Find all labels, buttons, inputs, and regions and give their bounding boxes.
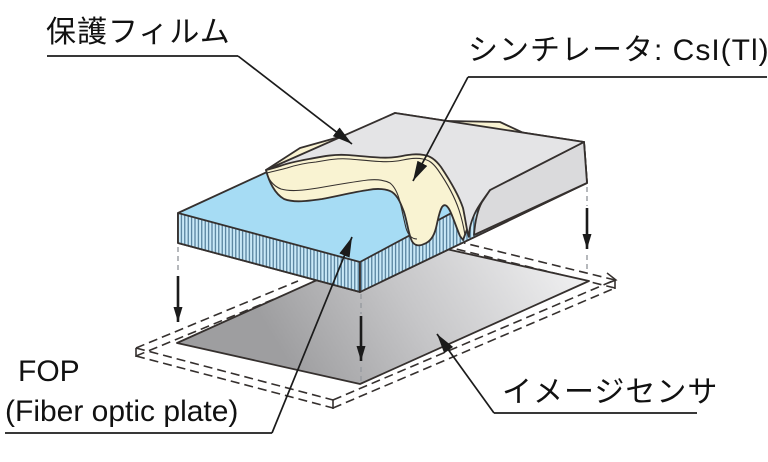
scintillator-text: シンチレータ: CsI(Tl): [468, 34, 768, 67]
scintillator-thickness-line: [265, 170, 418, 240]
film-edge-band-line: [266, 157, 466, 236]
label-image-sensor: イメージセンサ: [436, 333, 718, 414]
fop-acronym-text: FOP: [18, 355, 80, 388]
protective-film-text: 保護フィルム: [46, 16, 231, 49]
fop-full-text: (Fiber optic plate): [5, 395, 238, 428]
dashed-corner-arrow-icon: [606, 272, 618, 284]
label-fop: FOP (Fiber optic plate): [5, 236, 353, 434]
protective-film-layer: [265, 112, 585, 238]
label-scintillator: シンチレータ: CsI(Tl): [412, 34, 768, 182]
label-protective-film: 保護フィルム: [46, 16, 353, 145]
image-sensor-text: イメージセンサ: [502, 376, 718, 409]
sensor-dashed-outline: [135, 242, 618, 409]
